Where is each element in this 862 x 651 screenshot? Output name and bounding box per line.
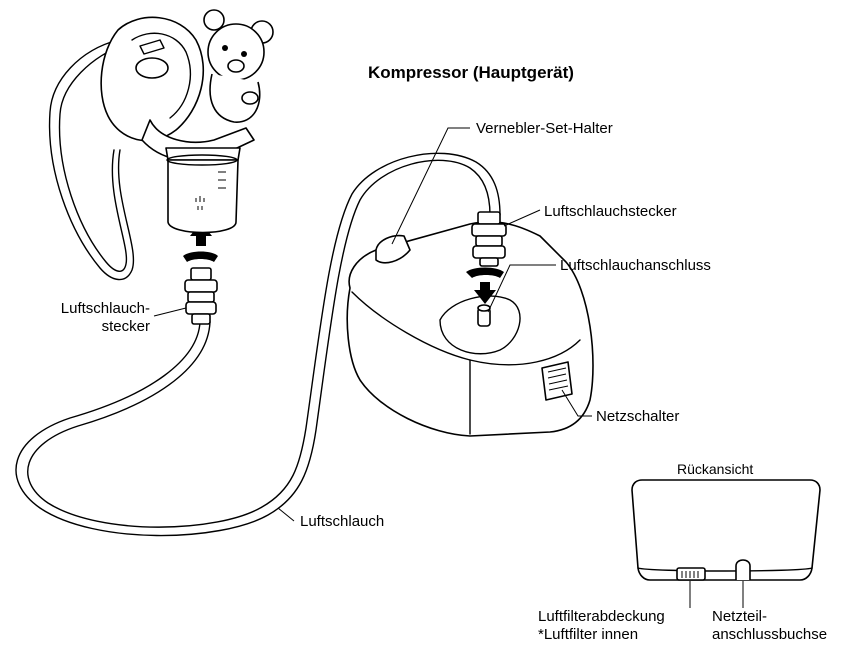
page-title: Kompressor (Hauptgerät): [368, 63, 574, 82]
label-power-socket-line1: Netzteil-: [712, 608, 768, 625]
label-tube-plug-left-line2: stecker: [101, 318, 150, 335]
label-power-switch: Netzschalter: [596, 408, 680, 425]
compressor-icon: [346, 221, 594, 437]
leader-lines: [153, 127, 744, 608]
label-tube-port: Luftschlauchanschluss: [560, 257, 711, 274]
label-tube-plug-right: Luftschlauchstecker: [544, 203, 677, 220]
label-back-view: Rückansicht: [677, 461, 754, 477]
label-tube-plug-left: Luftschlauch- stecker: [20, 300, 150, 336]
twist-arrow-right-icon: [466, 267, 504, 304]
label-filter-cover-line2: *Luftfilter innen: [538, 626, 639, 643]
label-tube-plug-left-line1: Luftschlauch-: [60, 300, 150, 317]
rear-view-icon: [631, 479, 821, 581]
air-tube-icon: [15, 152, 501, 537]
label-filter-cover-line1: Luftfilterabdeckung: [538, 608, 665, 625]
label-holder: Vernebler-Set-Halter: [476, 120, 613, 137]
teddy-bear-icon: [203, 9, 274, 123]
label-power-socket: Netzteil- anschlussbuchse: [712, 608, 827, 644]
label-air-tube: Luftschlauch: [300, 513, 385, 530]
tube-plug-right-icon: [471, 211, 507, 267]
twist-arrow-left-icon: [183, 222, 218, 262]
tube-plug-left-icon: [184, 267, 218, 325]
nebulizer-mask-icon: [48, 9, 274, 281]
label-power-socket-line2: anschlussbuchse: [712, 626, 828, 643]
label-filter-cover: Luftfilterabdeckung *Luftfilter innen: [538, 608, 665, 644]
